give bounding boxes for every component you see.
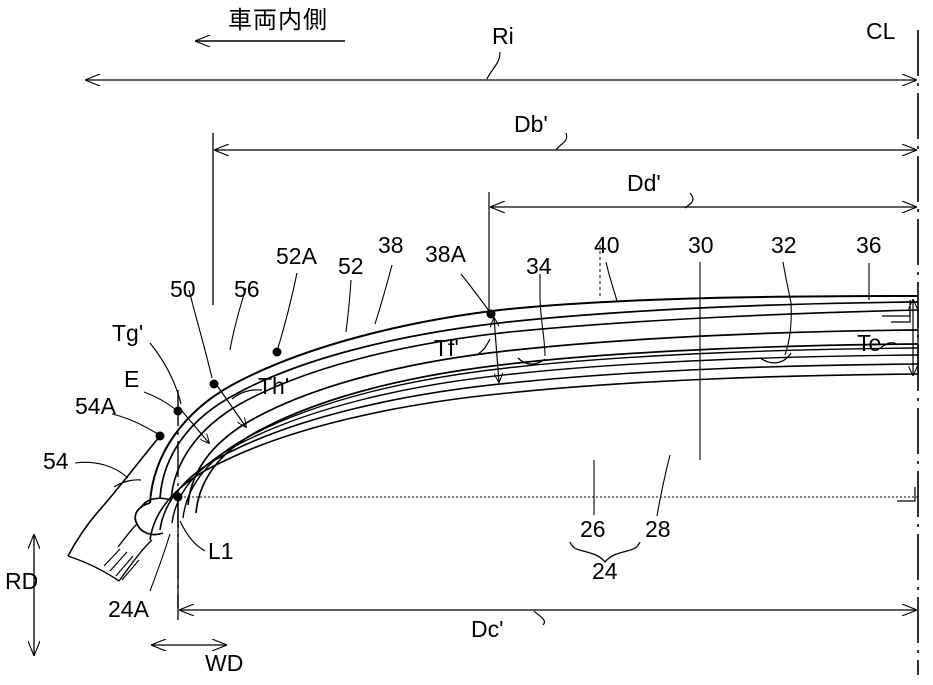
label-cl: CL [866,18,896,44]
ref-numeral-38: 38 [378,232,404,258]
ref-numeral-26: 26 [580,516,606,542]
label-ri: Ri [492,23,514,49]
dimension-tg [149,342,209,443]
dimension-dd [488,192,916,315]
label-th: Th' [258,373,290,399]
ref-numeral-40: 40 [594,232,620,258]
brace-24 [569,541,641,564]
label-e: E [124,366,140,392]
ref-numeral-38A: 38A [425,241,466,267]
label-tg: Tg' [112,320,144,346]
ref-numeral-52A: 52A [276,243,317,269]
direction-label-vehicle-inner-side: 車両内側 [228,6,328,34]
label-dd: Dd' [627,170,661,196]
ref-numeral-32: 32 [771,232,797,258]
label-wd: WD [205,650,244,676]
label-rd: RD [5,568,39,594]
profile-marker-dots [155,309,496,502]
profile-outer-curve [149,295,919,504]
ref-numeral-50: 50 [170,276,196,302]
leader-lines [74,261,870,592]
ref-numeral-52: 52 [338,253,364,279]
dimension-dc [177,490,916,626]
carcass-band [134,301,919,541]
ref-numeral-24A: 24A [108,596,149,622]
ref-numeral-34: 34 [526,253,552,279]
ref-numeral-24: 24 [592,558,618,584]
dimension-ri [86,51,916,80]
label-tf: Tf' [434,335,459,361]
ref-numeral-54: 54 [43,448,69,474]
label-db: Db' [514,111,548,137]
label-l1: L1 [208,538,234,564]
sidewall-lower-54 [67,435,161,582]
label-te: Te [857,330,882,356]
ref-numeral-36: 36 [856,232,882,258]
ref-numeral-54A: 54A [75,393,116,419]
ref-numeral-30: 30 [688,232,714,258]
ref-numeral-56: 56 [234,276,260,302]
dimension-db [212,132,916,305]
dimension-tf [475,318,499,382]
right-edge-detail [180,240,919,502]
ref-numeral-28: 28 [645,516,671,542]
label-dc: Dc' [471,616,504,642]
profile-curve-40 [170,309,919,501]
